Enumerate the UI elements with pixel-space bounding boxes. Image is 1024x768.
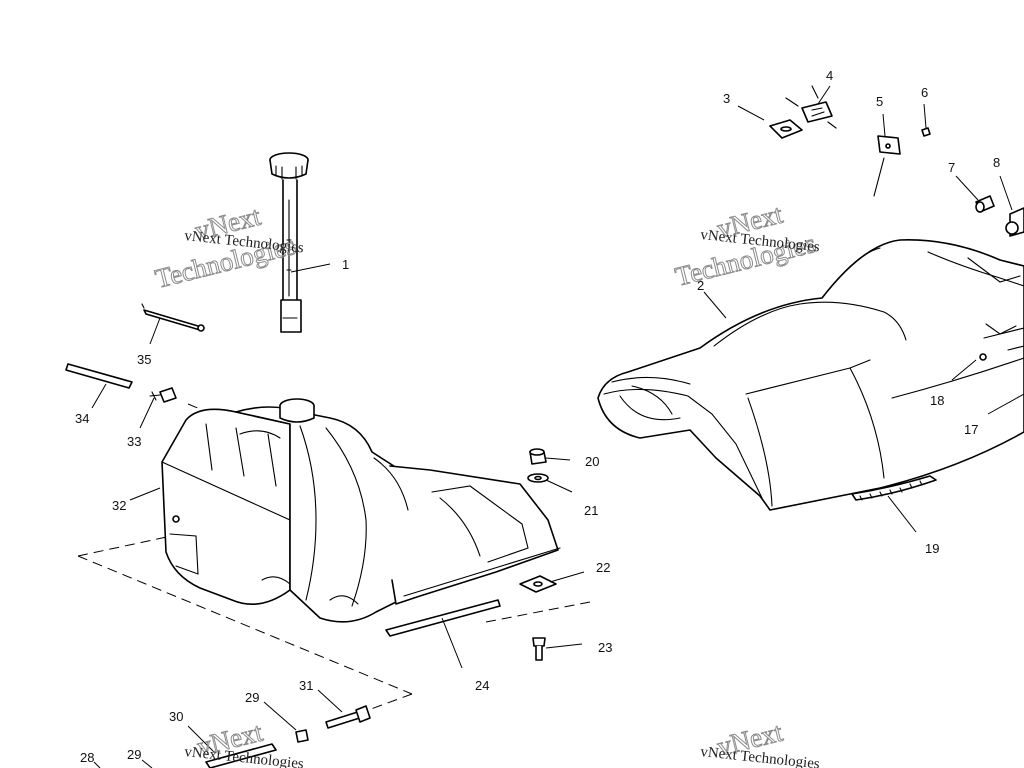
callout-3: 3	[723, 91, 730, 106]
strip-part	[385, 599, 501, 637]
callout-6: 6	[921, 85, 928, 100]
callout-24: 24	[475, 678, 489, 693]
bottom-plug	[295, 729, 309, 743]
callout-7: 7	[948, 160, 955, 175]
seat-assembly	[597, 239, 1024, 511]
bracket-part	[785, 85, 837, 129]
bolt-part	[532, 637, 546, 661]
callout-30: 30	[169, 709, 183, 724]
callout-29-lower: 29	[127, 747, 141, 762]
hose-fitting	[149, 387, 177, 403]
small-screw	[921, 127, 931, 137]
rubber-pad	[519, 575, 557, 593]
nut-part	[529, 448, 547, 465]
callout-20: 20	[585, 454, 599, 469]
callout-31: 31	[299, 678, 313, 693]
callout-32: 32	[112, 498, 126, 513]
callout-5: 5	[876, 94, 883, 109]
callout-19: 19	[925, 541, 939, 556]
callout-8: 8	[993, 155, 1000, 170]
fuel-tank	[161, 398, 561, 623]
bottom-rod	[205, 743, 277, 768]
callout-22: 22	[596, 560, 610, 575]
callout-34: 34	[75, 411, 89, 426]
grommet-part	[975, 195, 995, 213]
fuel-filler-neck	[269, 152, 309, 333]
callout-28: 28	[80, 750, 94, 765]
washer-part	[527, 473, 549, 483]
plate-part	[769, 119, 803, 139]
callout-17: 17	[964, 422, 978, 437]
callout-4: 4	[826, 68, 833, 83]
watermark-top-right: vNext Technologies vNext Technologies	[672, 198, 821, 292]
watermark-bottom-left: vNext vNext Technologies	[184, 716, 305, 768]
callout-33: 33	[127, 434, 141, 449]
watermark-top-left: vNext Technologies vNext Technologies	[152, 200, 305, 294]
callout-1: 1	[342, 257, 349, 272]
callout-21: 21	[584, 503, 598, 518]
bar-part	[65, 363, 133, 389]
callout-29-upper: 29	[245, 690, 259, 705]
callout-labels: 1 2 3 4 5 6 7 8 17 18 19 20 21 22 23 24 …	[75, 68, 1000, 765]
callout-35: 35	[137, 352, 151, 367]
connector-part	[1005, 207, 1024, 237]
callout-18: 18	[930, 393, 944, 408]
callout-2: 2	[697, 278, 704, 293]
leader-lines	[91, 85, 1024, 768]
mount-plate	[873, 135, 901, 197]
strap-rod	[141, 303, 205, 332]
watermark-bottom-right: vNext vNext Technologies	[700, 716, 821, 768]
callout-23: 23	[598, 640, 612, 655]
bottom-bolt	[325, 705, 371, 729]
